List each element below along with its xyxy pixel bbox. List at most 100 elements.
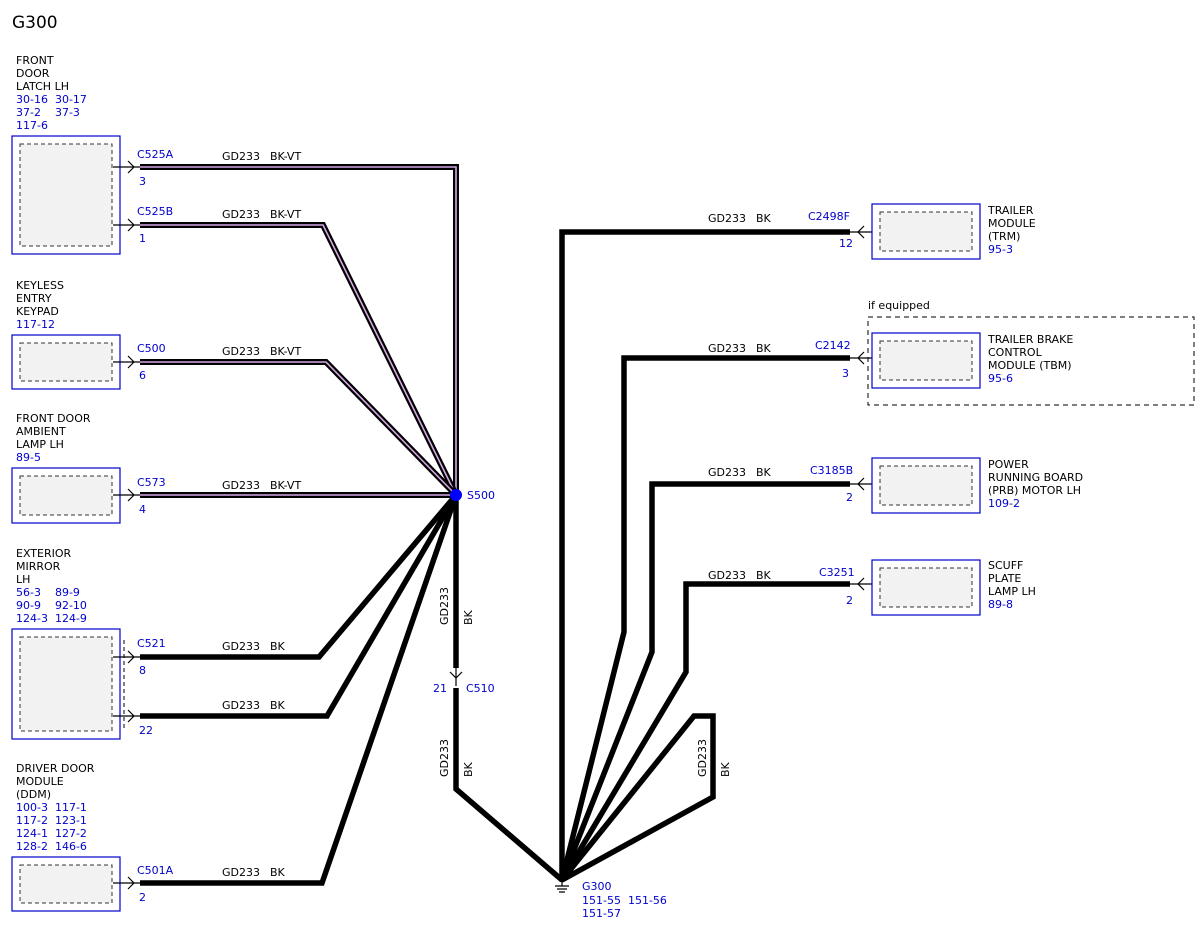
connector-id[interactable]: C3251 (819, 566, 855, 579)
wire-color-label: BK (756, 212, 772, 225)
wire-circuit-label: GD233 (708, 466, 746, 479)
pin-arrow-icon (113, 650, 140, 664)
connector-pin: 2 (846, 491, 853, 504)
pin-arrow-icon (113, 218, 140, 232)
connector-id[interactable]: C521 (137, 637, 166, 650)
right-wire-labels: GD233 BK GD233 BK GD233 BK GD233 BK GD23… (696, 212, 772, 777)
wire-loop (559, 713, 716, 883)
component-ref[interactable]: 100-3 117-1 (16, 801, 87, 814)
component-driver-door-module[interactable]: DRIVER DOOR MODULE (DDM) 100-3 117-1 117… (11, 762, 121, 912)
component-scuff-plate-lamp-lh[interactable]: SCUFF PLATE LAMP LH 89-8 (871, 559, 1036, 616)
wire-circuit-label: GD233 (696, 739, 709, 777)
wire-circuit-label: GD233 (222, 345, 260, 358)
wire-color-label: BK-VT (270, 345, 301, 358)
component-ref[interactable]: 89-5 (16, 451, 41, 464)
wires-bk-right (559, 229, 850, 883)
wire-color-label: BK (270, 866, 286, 879)
ground-icon (555, 880, 569, 893)
component-name-line: MODULE (TBM) (988, 359, 1072, 372)
connector-id: C510 (466, 682, 495, 695)
wire-c3251 (559, 581, 850, 882)
right-connector-labels: C2498F 12 C2142 3 C3185B 2 C3251 2 (808, 210, 855, 607)
component-inner (19, 342, 113, 382)
right-pin-arrows (850, 225, 879, 591)
connector-id[interactable]: C573 (137, 476, 166, 489)
component-name-line: MIRROR (16, 560, 61, 573)
connector-id[interactable]: C2498F (808, 210, 850, 223)
connector-id[interactable]: C2142 (815, 339, 851, 352)
component-ref[interactable]: 30-16 30-17 (16, 93, 87, 106)
component-ref[interactable]: 117-2 123-1 (16, 814, 87, 827)
connector-pin: 4 (139, 503, 146, 516)
component-name-line: DOOR (16, 67, 50, 80)
pin-arrow-icon (113, 488, 140, 502)
component-ref[interactable]: 95-3 (988, 243, 1013, 256)
connector-pin: 22 (139, 724, 153, 737)
wire-color-label: BK (756, 466, 772, 479)
component-ref[interactable]: 124-3 124-9 (16, 612, 87, 625)
component-ref[interactable]: 128-2 146-6 (16, 840, 87, 853)
connector-pin: 3 (139, 175, 146, 188)
component-inner (879, 567, 973, 608)
component-name-line: LAMP LH (988, 585, 1036, 598)
component-ref[interactable]: 109-2 (988, 497, 1020, 510)
wire-color-label: BK (719, 761, 732, 777)
left-wire-labels: GD233 BK-VT GD233 BK-VT GD233 BK-VT GD23… (222, 150, 475, 879)
component-ref[interactable]: 124-1 127-2 (16, 827, 87, 840)
component-inner (879, 211, 973, 252)
component-ref[interactable]: 56-3 89-9 (16, 586, 80, 599)
wire-circuit-label: GD233 (222, 866, 260, 879)
ground-id: G300 (582, 880, 612, 893)
wire-color-label: BK-VT (270, 479, 301, 492)
component-trailer-brake-control-module[interactable]: TRAILER BRAKE CONTROL MODULE (TBM) 95-6 (871, 332, 1073, 389)
ground-ref: 151-55 151-56 (582, 894, 667, 907)
connector-id[interactable]: C501A (137, 864, 174, 877)
component-ref[interactable]: 117-6 (16, 119, 48, 132)
left-connector-labels: C525A 3 C525B 1 C500 6 C573 4 C521 8 22 … (137, 148, 174, 904)
wire-circuit-label: GD233 (438, 587, 451, 625)
connector-id[interactable]: C500 (137, 342, 166, 355)
connector-pin: 2 (846, 594, 853, 607)
connector-id[interactable]: C525B (137, 205, 173, 218)
connector-pin: 8 (139, 664, 146, 677)
component-ref[interactable]: 90-9 92-10 (16, 599, 87, 612)
component-ref[interactable]: 95-6 (988, 372, 1013, 385)
component-name-line: TRAILER (987, 204, 1034, 217)
component-name-line: LAMP LH (16, 438, 64, 451)
component-inner (19, 636, 113, 732)
wires-bk-left (140, 493, 564, 886)
component-ref[interactable]: 89-8 (988, 598, 1013, 611)
connector-id[interactable]: C525A (137, 148, 174, 161)
connector-id[interactable]: C3185B (810, 464, 853, 477)
inline-connector-c510[interactable]: 21 C510 (433, 668, 495, 695)
component-front-door-ambient-lamp-lh[interactable]: FRONT DOOR AMBIENT LAMP LH 89-5 (11, 412, 121, 524)
component-name-line: FRONT (16, 54, 54, 67)
component-name-line: (PRB) MOTOR LH (988, 484, 1081, 497)
connector-pin: 1 (139, 232, 146, 245)
component-name-line: TRAILER BRAKE (987, 333, 1073, 346)
component-keyless-entry-keypad[interactable]: KEYLESS ENTRY KEYPAD 117-12 (11, 279, 121, 390)
component-name-line: ENTRY (16, 292, 52, 305)
wire-color-label: BK (756, 342, 772, 355)
connector-pin: 21 (433, 682, 447, 695)
wire-c2498f (559, 229, 850, 880)
component-name-line: RUNNING BOARD (988, 471, 1083, 484)
wire-circuit-label: GD233 (222, 699, 260, 712)
component-front-door-latch-lh[interactable]: FRONT DOOR LATCH LH 30-16 30-17 37-2 37-… (11, 54, 121, 255)
component-trailer-module[interactable]: TRAILER MODULE (TRM) 95-3 (871, 203, 1036, 260)
inline-connector-arrow-icon (449, 668, 463, 686)
component-exterior-mirror-lh[interactable]: EXTERIOR MIRROR LH 56-3 89-9 90-9 92-10 … (11, 547, 125, 740)
wire-color-label: BK (270, 640, 286, 653)
component-power-running-board-motor[interactable]: POWER RUNNING BOARD (PRB) MOTOR LH 109-2 (871, 457, 1083, 514)
wires-bk-vt (140, 164, 459, 498)
component-name-line: LATCH LH (16, 80, 69, 93)
component-name-line: AMBIENT (16, 425, 66, 438)
component-ref[interactable]: 117-12 (16, 318, 55, 331)
splice-dot-icon (450, 489, 462, 501)
splice-s500[interactable]: S500 (450, 489, 495, 502)
ground-g300[interactable]: G300 151-55 151-56 151-57 (555, 877, 667, 921)
wire-stripe (140, 224, 457, 496)
wire-color-label: BK-VT (270, 150, 301, 163)
component-ref[interactable]: 37-2 37-3 (16, 106, 80, 119)
